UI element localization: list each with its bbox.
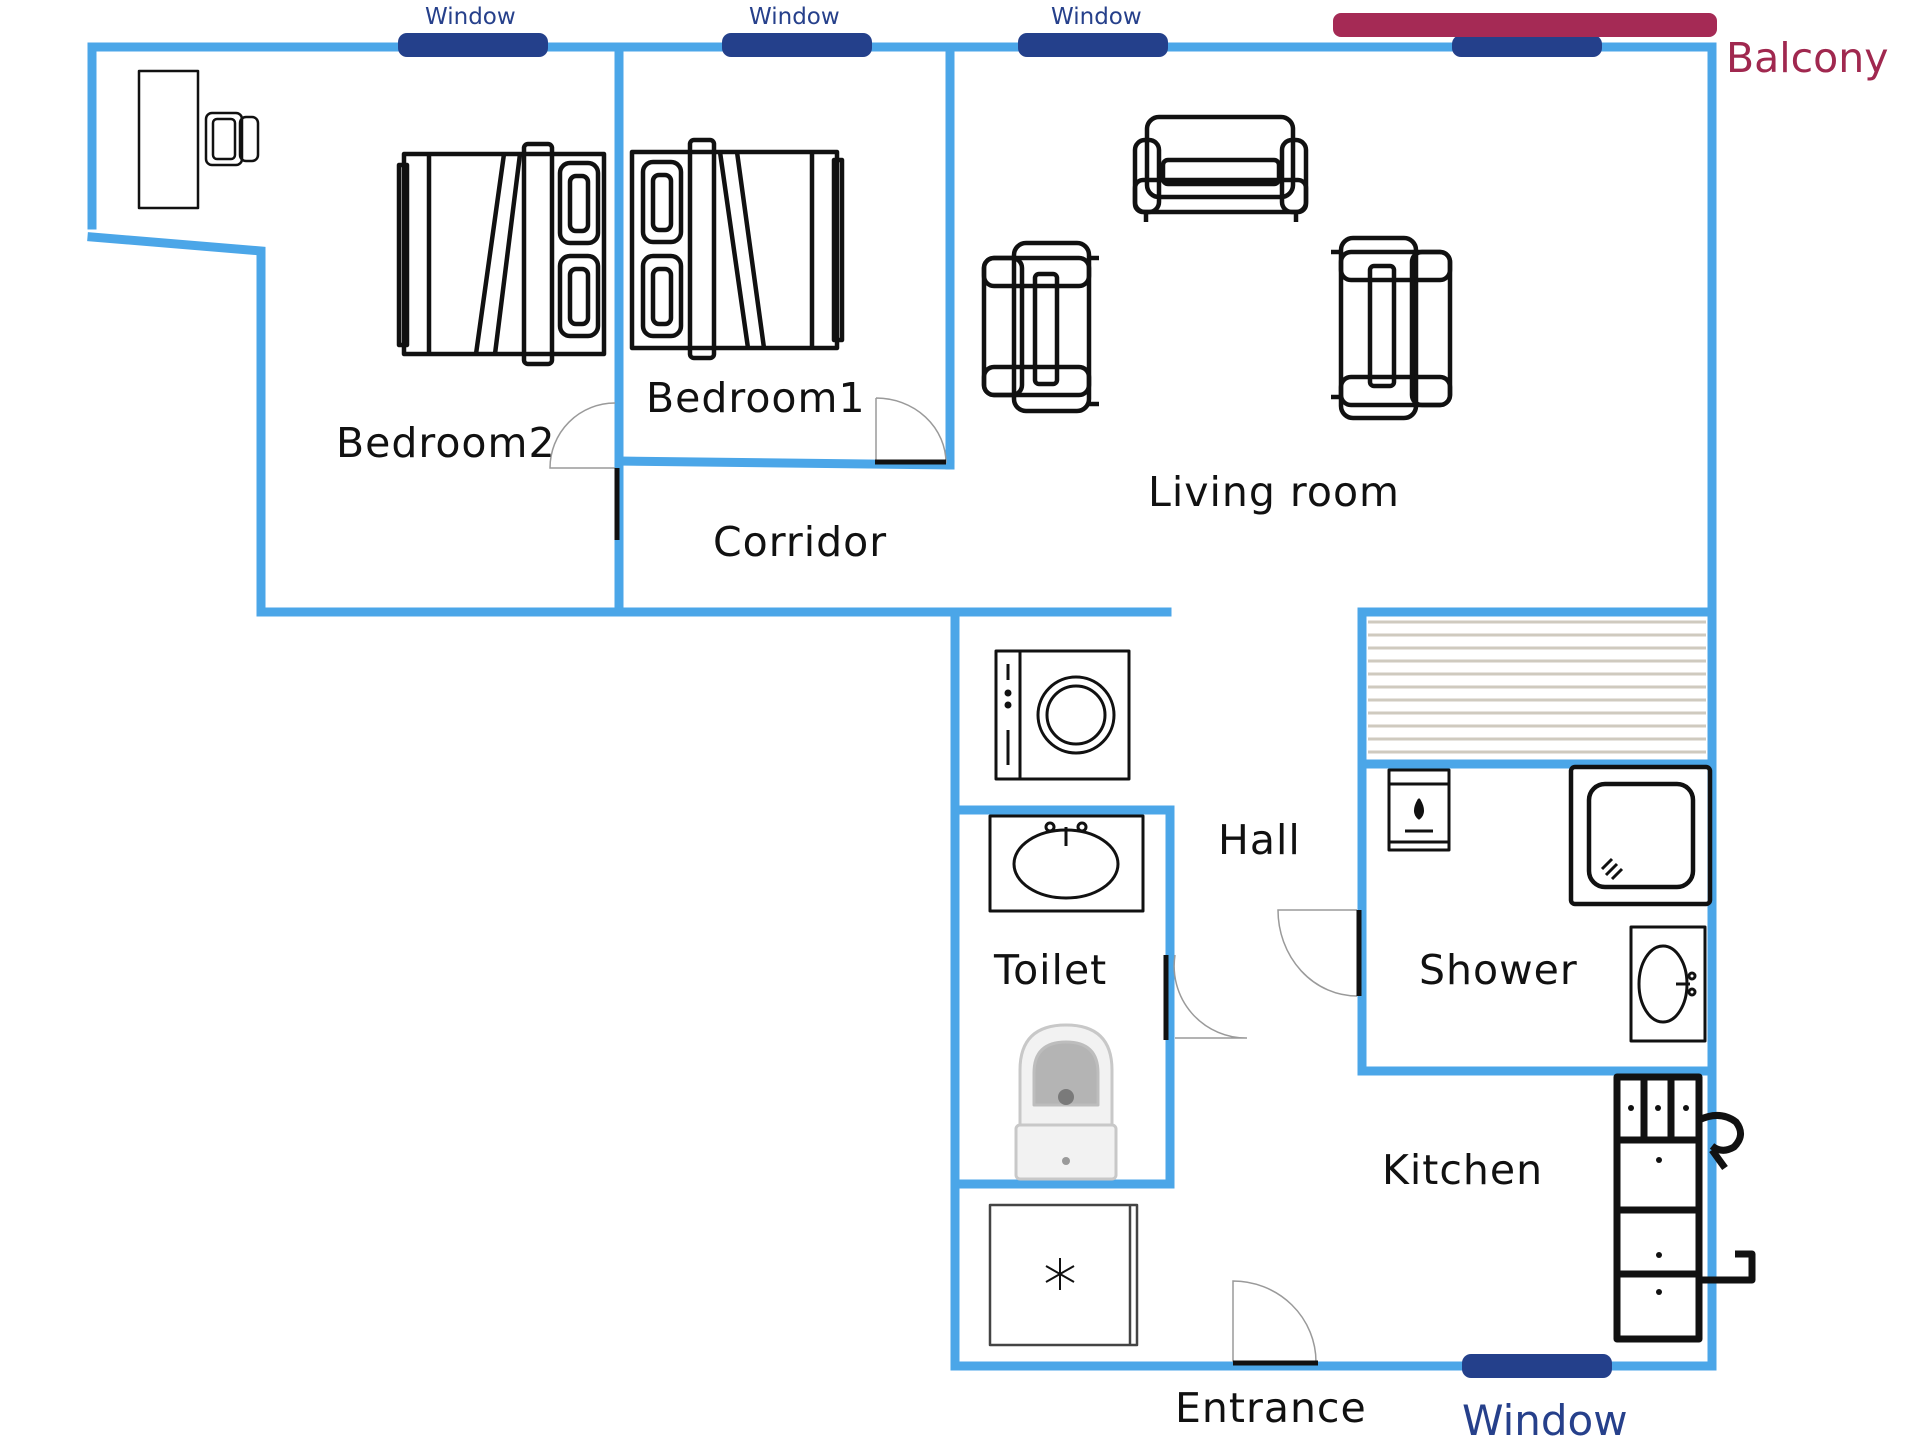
balcony-bar <box>1333 13 1717 37</box>
washing-machine-icon <box>994 649 1131 781</box>
room-label-hall: Hall <box>1218 816 1301 864</box>
kitchen-cabinet-icon <box>1613 1073 1756 1343</box>
window-top-1 <box>398 33 548 57</box>
window-top-4 <box>1452 35 1602 57</box>
room-label-toilet: Toilet <box>994 946 1108 994</box>
window-label-top-2: Window <box>749 4 840 30</box>
toilet-bowl-icon <box>1014 1023 1118 1181</box>
door-shower <box>1277 909 1362 997</box>
shower-tray-icon <box>1568 764 1713 907</box>
window-bottom <box>1462 1354 1612 1378</box>
windows <box>398 33 1612 1378</box>
room-label-shower: Shower <box>1419 946 1578 994</box>
window-label-top-3: Window <box>1051 4 1142 30</box>
desk-icon <box>137 69 200 210</box>
sink-icon <box>1629 925 1707 1043</box>
snowflake-icon <box>1045 1258 1075 1290</box>
window-label-top-1: Window <box>425 4 516 30</box>
room-label-kitchen: Kitchen <box>1382 1146 1544 1194</box>
doors <box>549 397 1362 1366</box>
door-bedroom1 <box>875 397 947 465</box>
double-bed-icon <box>396 141 607 367</box>
water-heater-icon <box>1387 768 1451 852</box>
window-top-3 <box>1018 33 1168 57</box>
door-bedroom2 <box>549 402 620 540</box>
window-label-bottom: Window <box>1462 1396 1628 1445</box>
window-top-2 <box>722 33 872 57</box>
wall-nook <box>87 232 1172 617</box>
double-bed-icon <box>629 137 845 361</box>
room-label-entrance: Entrance <box>1175 1384 1367 1432</box>
armchair-icon <box>981 240 1099 414</box>
sofa-icon <box>1132 114 1309 222</box>
door-toilet <box>1163 954 1248 1040</box>
stairs-icon <box>1368 620 1706 754</box>
room-label-bedroom2: Bedroom2 <box>336 419 556 467</box>
room-label-corridor: Corridor <box>713 518 888 566</box>
armchair-icon <box>1331 235 1453 421</box>
door-entrance <box>1232 1280 1318 1366</box>
wall-outer-top <box>87 42 1717 611</box>
office-chair-icon <box>204 111 260 167</box>
fridge-icon <box>988 1203 1139 1347</box>
sink-icon <box>988 814 1145 913</box>
walls <box>87 42 1717 1371</box>
room-label-living-room: Living room <box>1148 468 1400 516</box>
room-label-bedroom1: Bedroom1 <box>646 374 866 422</box>
balcony-label: Balcony <box>1726 34 1889 82</box>
